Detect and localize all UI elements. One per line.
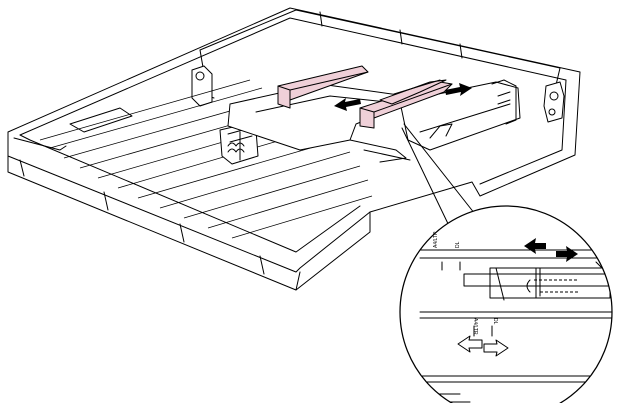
paper-width-guides — [277, 65, 453, 129]
lower-right-size-label: DL — [492, 318, 498, 325]
callout-lines — [401, 123, 487, 233]
lower-left-size-label: A4/LTR — [472, 318, 478, 335]
detail-left-arrow-icon — [524, 238, 546, 254]
left-arrow-icon — [334, 98, 361, 111]
guide-movement-arrows — [334, 83, 472, 111]
upper-left-size-label: A4/LTR — [433, 231, 439, 248]
outline-right-arrow-icon — [483, 339, 509, 357]
upper-right-size-label: DL — [455, 241, 461, 248]
right-arrow-icon — [445, 83, 472, 96]
outline-left-arrow-icon — [457, 335, 483, 353]
paper-tray — [7, 7, 581, 291]
detail-magnifier: A4/LTR DL A4/LTR DL — [399, 205, 613, 403]
detail-right-arrow-icon — [556, 246, 578, 262]
